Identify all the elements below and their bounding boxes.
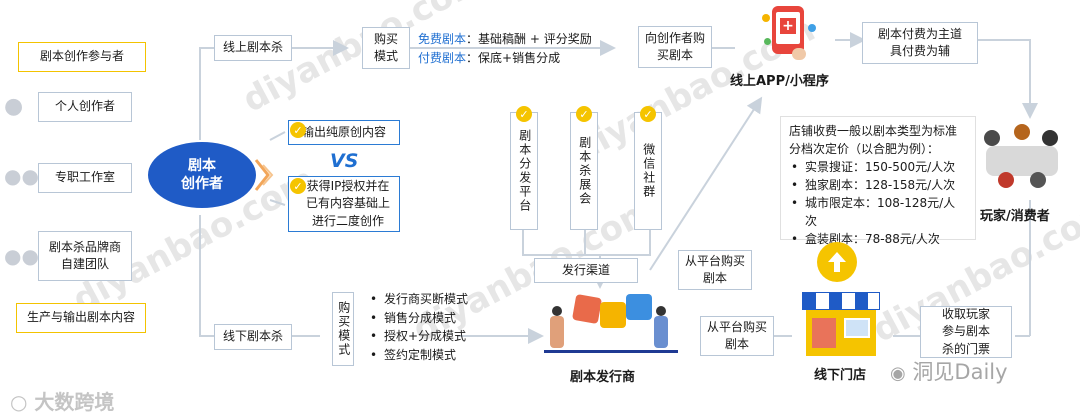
payment-note: 剧本付费为主道具付费为辅: [862, 22, 978, 64]
paid-script-key: 付费剧本: [418, 50, 467, 65]
pricing-intro: 店铺收费一般以剧本类型为标准分档次定价（以合肥为例）：: [789, 124, 958, 156]
wechat-watermark: ◉ 洞见Daily: [890, 356, 1008, 386]
offline-modes: 发行商买断模式 销售分成模式 授权+分成模式 签约定制模式: [368, 290, 468, 364]
check-icon: ✓: [640, 106, 656, 122]
pricing-list: 实景搜证：150-500元/人次 独家剧本：128-158元/人次 城市限定本：…: [789, 158, 967, 248]
pricing-item: 城市限定本：108-128元/人次: [791, 194, 967, 230]
distribution-channel-label: 发行渠道: [534, 258, 638, 283]
buy-from-creator: 向创作者购买剧本: [638, 26, 712, 68]
check-icon: ✓: [516, 106, 532, 122]
paid-script-text: ：保底+销售分成: [466, 50, 561, 65]
check-icon: ✓: [576, 106, 592, 122]
wechat-watermark-text: 洞见Daily: [912, 360, 1008, 384]
free-script-text: ：基础稿酬 + 评分奖励: [466, 32, 592, 46]
offline-mode-item: 发行商买断模式: [370, 290, 468, 309]
pricing-box: 店铺收费一般以剧本类型为标准分档次定价（以合肥为例）： 实景搜证：150-500…: [780, 116, 976, 248]
publisher-illustration: [544, 286, 678, 358]
buy-from-platform-lower: 从平台购买剧本: [700, 316, 774, 356]
pricing-item: 独家剧本：128-158元/人次: [791, 176, 967, 194]
brand-team: 剧本杀品牌商自建团队: [38, 231, 132, 281]
mobile-app-icon: +: [762, 4, 816, 62]
original-content-label: 输出纯原创内容: [301, 124, 386, 139]
participants-title: 剧本创作参与者: [18, 42, 146, 72]
publisher-title: 剧本发行商: [570, 370, 636, 385]
ip-content-box: 获得IP授权并在已有内容基础上进行二度创作: [288, 176, 400, 232]
channel-expo: 剧本杀展会: [570, 112, 598, 230]
buy-from-platform-upper: 从平台购买剧本: [678, 250, 752, 290]
up-arrow-icon: [817, 242, 857, 282]
check-icon: ✓: [290, 122, 306, 138]
creator-line2: 创作者: [181, 176, 223, 192]
creator-node: 剧本 创作者: [148, 142, 256, 208]
brand-watermark-text: 大数跨境: [34, 390, 115, 414]
pricing-item: 实景搜证：150-500元/人次: [791, 158, 967, 176]
production-note: 生产与输出剧本内容: [16, 303, 146, 333]
store-title: 线下门店: [814, 368, 867, 383]
offline-purchase-mode: 购买模式: [332, 292, 354, 366]
channel-wechat: 微信社群: [634, 112, 662, 230]
offline-mode-item: 签约定制模式: [370, 346, 468, 365]
consumer-title: 玩家/消费者: [980, 209, 1050, 224]
person-icon: ●: [4, 94, 24, 119]
studio-creator: 专职工作室: [38, 163, 132, 193]
offline-mode-item: 授权+分成模式: [370, 327, 468, 346]
brand-watermark: ○ 大数跨境: [10, 386, 114, 415]
creator-line1: 剧本: [188, 157, 216, 174]
store-icon: [800, 290, 882, 358]
online-purchase-mode: 购买模式: [362, 27, 410, 69]
group-icon: ●●: [4, 164, 39, 188]
online-terms: 免费剧本：基础稿酬 + 评分奖励 付费剧本：保底+销售分成: [418, 30, 592, 67]
offline-mode-item: 销售分成模式: [370, 309, 468, 328]
players-icon: [980, 124, 1064, 190]
brand-logo-icon: ○: [10, 390, 28, 414]
app-title: 线上APP/小程序: [730, 74, 829, 89]
individual-creator: 个人创作者: [38, 92, 132, 122]
team-icon: ●●: [4, 244, 39, 268]
original-content-box: 输出纯原创内容: [288, 120, 400, 145]
vs-label: VS: [330, 150, 359, 172]
ip-content-label: 获得IP授权并在已有内容基础上进行二度创作: [305, 178, 390, 228]
online-murder-mystery-label: 线上剧本杀: [214, 35, 292, 61]
channel-distribution-platform: 剧本分发平台: [510, 112, 538, 230]
wechat-icon: ◉: [890, 363, 906, 384]
check-icon: ✓: [290, 178, 306, 194]
free-script-key: 免费剧本: [418, 32, 467, 46]
collect-fee-note: 收取玩家参与剧本杀的门票: [920, 306, 1012, 358]
offline-murder-mystery-label: 线下剧本杀: [214, 324, 292, 350]
